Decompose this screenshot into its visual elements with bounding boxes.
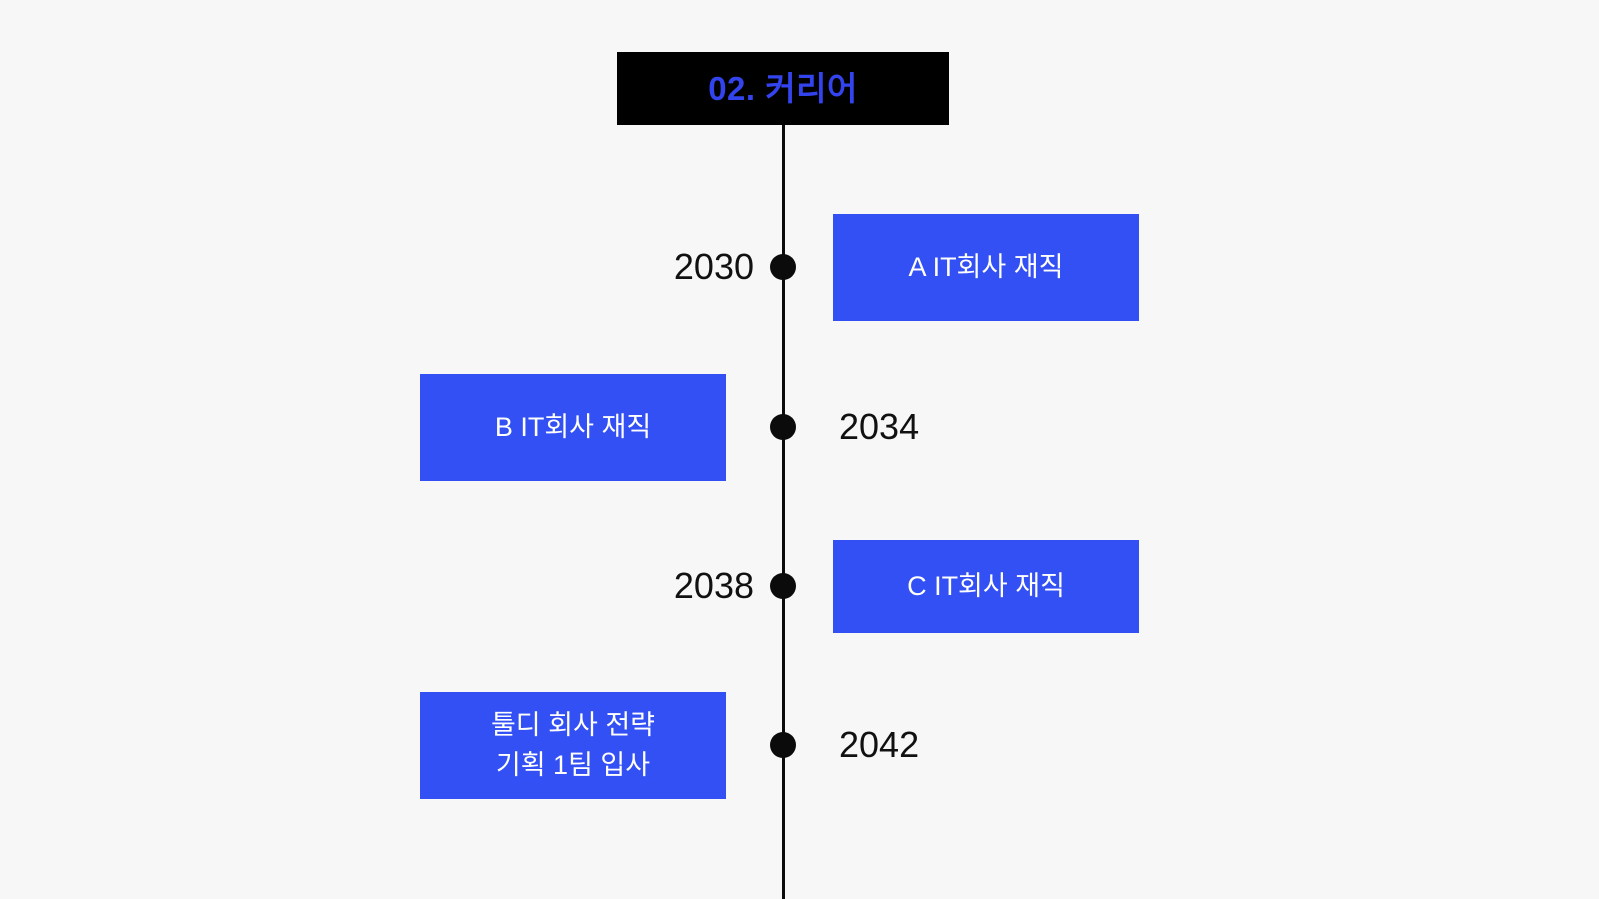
milestone-dot-icon: [770, 573, 796, 599]
milestone-event-label-2038: C IT회사 재직: [907, 570, 1065, 601]
milestone-year-2042: 2042: [839, 724, 920, 765]
milestone-event-label-2042: 툴디 회사 전략 기획 1팀 입사: [490, 710, 656, 780]
milestone-event-label-2030: A IT회사 재직: [908, 251, 1064, 282]
milestone-event-box-2034[interactable]: B IT회사 재직: [420, 374, 726, 481]
milestone-year-2030: 2030: [673, 246, 754, 287]
milestone-event-label-2034: B IT회사 재직: [494, 411, 652, 442]
milestone-event-box-2042[interactable]: 툴디 회사 전략 기획 1팀 입사: [420, 692, 726, 799]
milestone-dot-icon: [770, 254, 796, 280]
milestone-year-2034: 2034: [839, 406, 920, 447]
timeline-title-banner: 02. 커리어: [617, 52, 949, 125]
timeline-axis-line: [782, 106, 785, 899]
page-title: 02. 커리어: [708, 70, 858, 107]
milestone-dot-icon: [770, 414, 796, 440]
milestone-event-box-2030[interactable]: A IT회사 재직: [833, 214, 1139, 321]
milestone-year-2038: 2038: [673, 565, 754, 606]
milestone-dot-icon: [770, 732, 796, 758]
milestone-event-box-2038[interactable]: C IT회사 재직: [833, 540, 1139, 633]
